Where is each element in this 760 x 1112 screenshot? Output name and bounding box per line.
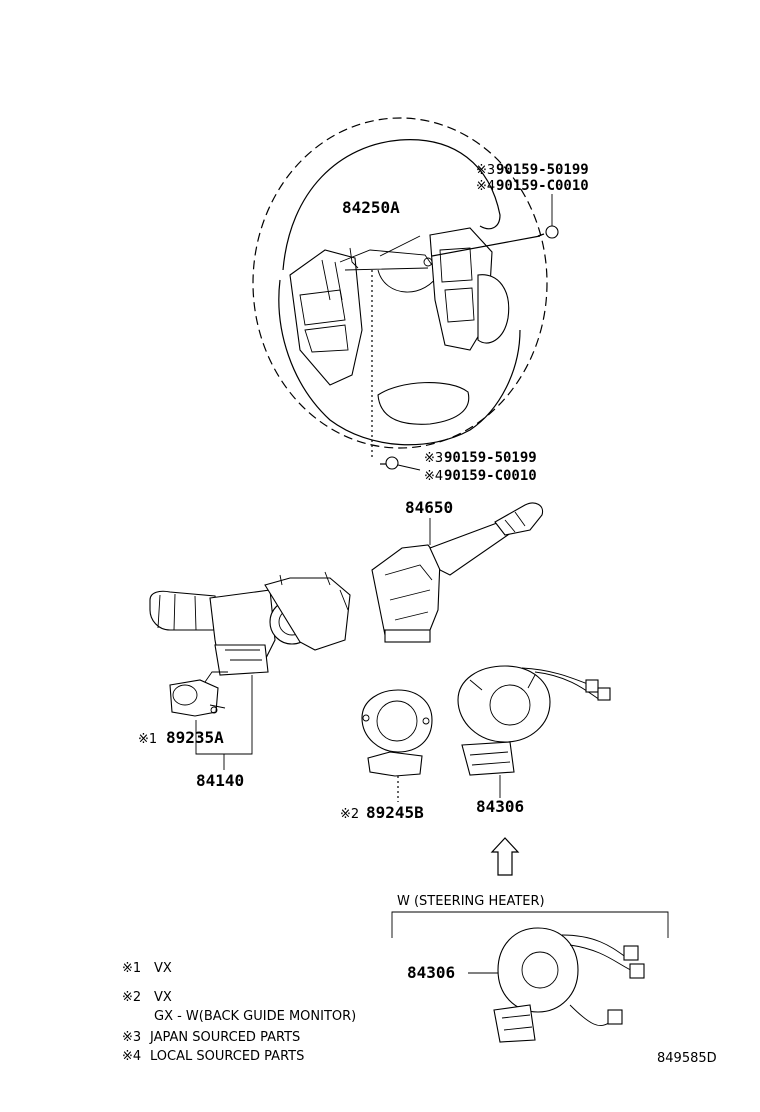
combination-switch-part-number: 84140 <box>196 771 244 790</box>
note-5-mark: ※4 <box>122 1049 141 1064</box>
sensor-mark: ※1 <box>138 732 157 747</box>
note-3-text: GX - W(BACK GUIDE MONITOR) <box>154 1009 356 1024</box>
bolt-bot-2-part-number: 90159-C0010 <box>444 468 537 484</box>
sensor-part-number: 89235A <box>166 728 224 747</box>
wheel-pad-part-number: 84250A <box>342 198 400 217</box>
spiral-cable-part-number: 84306 <box>476 797 524 816</box>
note-2-text: VX <box>154 990 172 1005</box>
spiral-cable-heater-illustration <box>493 927 645 1043</box>
note-2-mark: ※2 <box>122 990 141 1005</box>
note-4-mark: ※3 <box>122 1030 141 1045</box>
up-arrow-icon <box>490 837 520 876</box>
note-1-text: VX <box>154 961 172 976</box>
combination-switch-illustration <box>149 571 351 676</box>
bolt-icon <box>380 456 399 470</box>
wiper-switch-part-number: 84650 <box>405 498 453 517</box>
heater-group-label: W (STEERING HEATER) <box>397 894 545 909</box>
steering-wheel-illustration <box>252 117 559 470</box>
wiper-switch-illustration <box>371 502 544 643</box>
bolt-top-2-mark: ※4 <box>476 179 495 194</box>
spiral-cable-heater-part-number: 84306 <box>407 963 455 982</box>
note-5-text: LOCAL SOURCED PARTS <box>150 1049 304 1064</box>
bolt-icon <box>537 225 559 239</box>
angle-sensor-part-number: 89245B <box>366 803 424 822</box>
bolt-top-1-part-number: 90159-50199 <box>496 162 589 178</box>
bolt-top-1-mark: ※3 <box>476 163 495 178</box>
bolt-bot-2-mark: ※4 <box>424 469 443 484</box>
note-1-mark: ※1 <box>122 961 141 976</box>
bolt-bot-1-part-number: 90159-50199 <box>444 450 537 466</box>
bolt-top-2-part-number: 90159-C0010 <box>496 178 589 194</box>
sensor-illustration <box>169 671 228 717</box>
angle-sensor-illustration <box>361 689 433 777</box>
diagram-code: 849585D <box>657 1051 717 1066</box>
angle-sensor-mark: ※2 <box>340 807 359 822</box>
bolt-bot-1-mark: ※3 <box>424 451 443 466</box>
spiral-cable-illustration <box>457 665 611 776</box>
note-4-text: JAPAN SOURCED PARTS <box>149 1030 300 1045</box>
